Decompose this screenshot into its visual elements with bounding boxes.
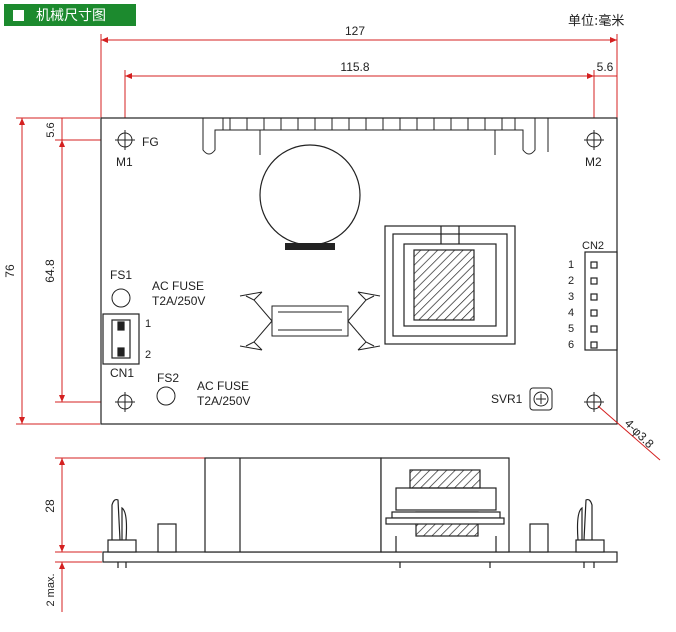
label-cn1-pin2: 2 xyxy=(145,349,151,361)
mounting-hole-bottom-right xyxy=(584,392,604,412)
fuse-fs1 xyxy=(111,288,131,308)
label-cn2: CN2 xyxy=(582,240,604,252)
label-m1: M1 xyxy=(116,155,133,169)
side-dimensions xyxy=(55,457,205,612)
small-heatsink xyxy=(239,291,381,351)
potentiometer-svr1 xyxy=(529,387,553,411)
label-cn2-pin-2: 2 xyxy=(568,275,574,287)
label-ac-fuse-2: AC FUSE xyxy=(197,379,249,393)
top-heatsink xyxy=(202,117,549,155)
capacitor-base xyxy=(285,243,335,250)
dim-overall-height: 76 xyxy=(3,264,17,278)
hole-spec-leader xyxy=(597,405,661,461)
label-cn1: CN1 xyxy=(110,366,134,380)
dim-overall-width: 127 xyxy=(345,24,365,38)
dim-side-height: 28 xyxy=(43,499,57,513)
side-view xyxy=(102,457,618,568)
top-dimensions xyxy=(100,34,618,118)
label-cn2-pin-4: 4 xyxy=(568,307,574,319)
section-title: 机械尺寸图 xyxy=(4,4,136,26)
label-fuse-rating-1: T2A/250V xyxy=(152,294,205,308)
label-ac-fuse-1: AC FUSE xyxy=(152,279,204,293)
label-svr1: SVR1 xyxy=(491,392,523,406)
section-title-text: 机械尺寸图 xyxy=(36,8,106,24)
label-cn1-pin1: 1 xyxy=(145,318,151,330)
dim-hole-spacing: 115.8 xyxy=(340,60,369,74)
mounting-hole-m2 xyxy=(584,130,604,150)
dim-hole-offset-right: 5.6 xyxy=(597,60,614,74)
label-fg: FG xyxy=(142,135,159,149)
label-fs1: FS1 xyxy=(110,268,132,282)
transformer-top xyxy=(384,225,516,345)
label-hole-spec: 4-φ3.8 xyxy=(622,416,657,451)
mounting-hole-bottom-left xyxy=(115,392,135,412)
connector-cn2 xyxy=(584,251,618,351)
capacitor xyxy=(259,144,361,246)
label-fuse-rating-2: T2A/250V xyxy=(197,394,250,408)
fuse-fs2 xyxy=(156,386,176,406)
label-cn2-pin-3: 3 xyxy=(568,291,574,303)
connector-cn1 xyxy=(102,313,140,365)
label-fs2: FS2 xyxy=(157,371,179,385)
dim-hole-vertical: 64.8 xyxy=(43,259,57,283)
left-dimensions xyxy=(16,117,116,425)
mounting-hole-m1 xyxy=(115,130,135,150)
label-cn2-pin-5: 5 xyxy=(568,323,574,335)
dim-lead-protrusion: 2 max. xyxy=(45,573,57,606)
dim-hole-offset-top: 5.6 xyxy=(45,122,57,137)
label-cn2-pin-6: 6 xyxy=(568,339,574,351)
label-cn2-pin-1: 1 xyxy=(568,259,574,271)
unit-label: 单位:毫米 xyxy=(568,14,625,29)
label-m2: M2 xyxy=(585,155,602,169)
title-square-icon xyxy=(13,9,24,21)
